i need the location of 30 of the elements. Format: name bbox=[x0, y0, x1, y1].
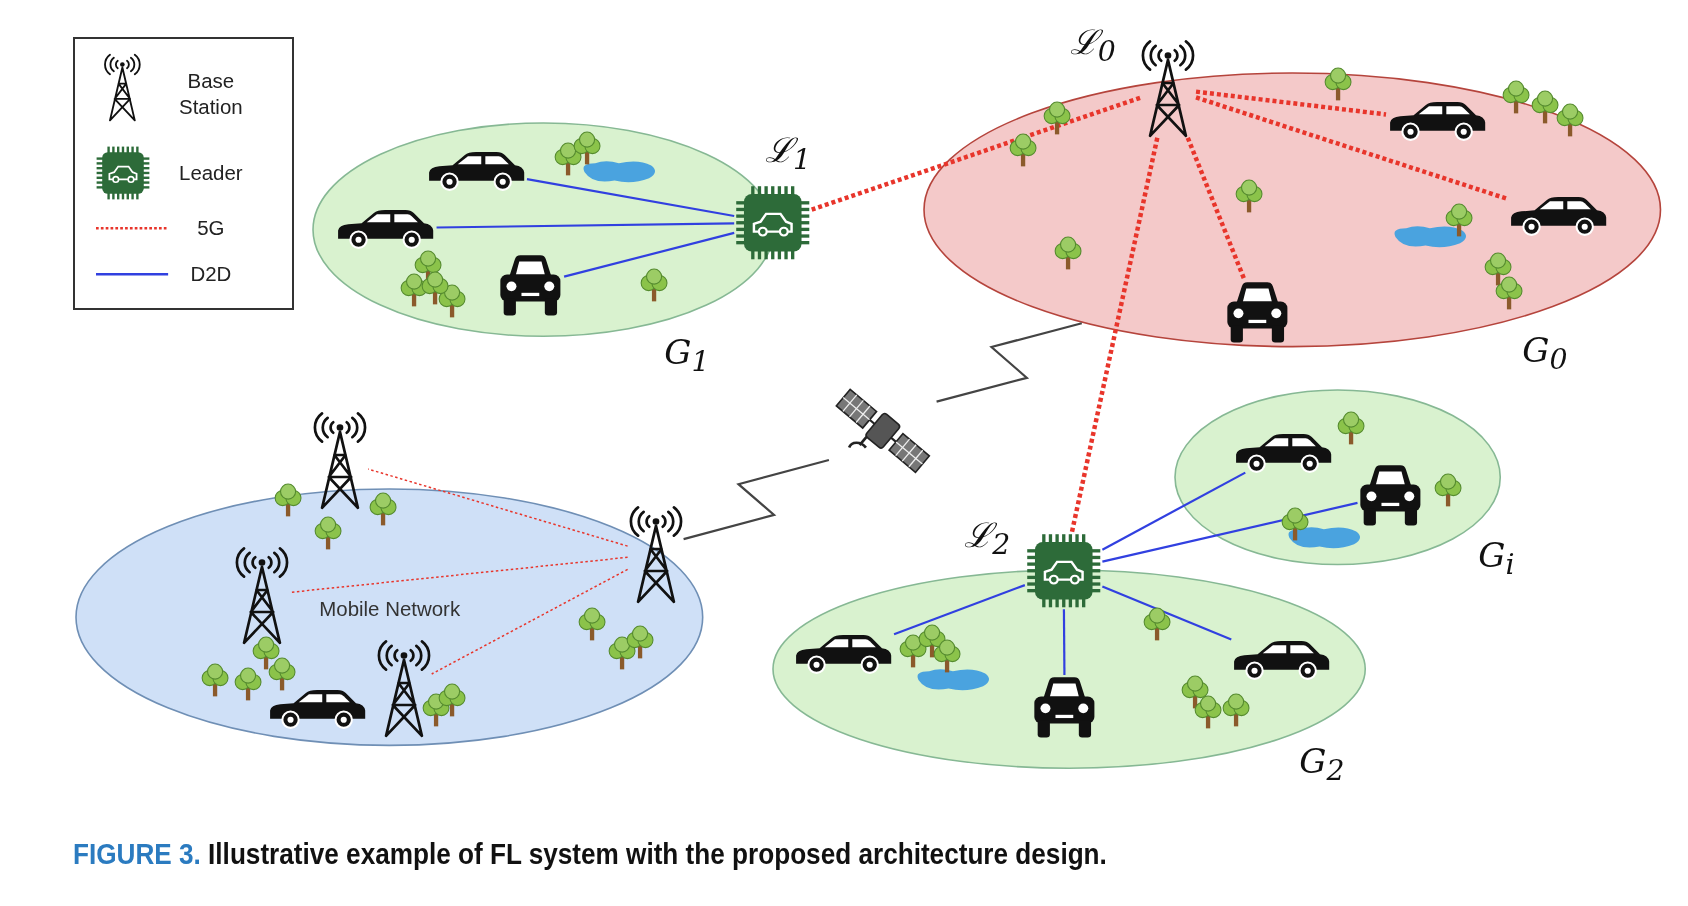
connector-line bbox=[1185, 136, 1247, 281]
group-label: G$_{1}$ bbox=[664, 331, 710, 379]
connector-line bbox=[810, 95, 1141, 212]
connector-line bbox=[1069, 137, 1160, 533]
connector-line bbox=[436, 222, 735, 229]
group-label: G$_{2}$ bbox=[1299, 740, 1345, 788]
connector-line bbox=[430, 568, 629, 675]
legend-label: D2D bbox=[189, 261, 233, 288]
lightning-link bbox=[936, 322, 1083, 403]
connector-line bbox=[1195, 89, 1387, 117]
connector-line bbox=[563, 231, 735, 278]
connector-line bbox=[1195, 95, 1508, 201]
node-label: ℒ$_{1}$ bbox=[765, 128, 811, 177]
lightning-link bbox=[683, 458, 830, 541]
connector-line bbox=[1062, 609, 1066, 675]
group-label: G$_{i}$ bbox=[1478, 534, 1515, 581]
legend-label: Leader bbox=[178, 159, 244, 186]
connector-line bbox=[1101, 471, 1246, 551]
legend-label: Base Station bbox=[178, 68, 244, 121]
node-label: ℒ$_{0}$ bbox=[1069, 20, 1116, 69]
legend-label: 5G bbox=[196, 214, 226, 241]
node-label: ℒ$_{2}$ bbox=[964, 513, 1011, 562]
group-label: Mobile Network bbox=[319, 597, 461, 622]
connector-line bbox=[1102, 501, 1358, 563]
connector-line bbox=[367, 468, 629, 547]
figure-caption: FIGURE 3. Illustrative example of FL system with the proposed architecture design. bbox=[73, 837, 1108, 871]
connector-line bbox=[893, 584, 1026, 636]
connector-line bbox=[1101, 585, 1232, 641]
connector-line bbox=[526, 178, 735, 218]
group-label: G$_{0}$ bbox=[1522, 329, 1568, 377]
